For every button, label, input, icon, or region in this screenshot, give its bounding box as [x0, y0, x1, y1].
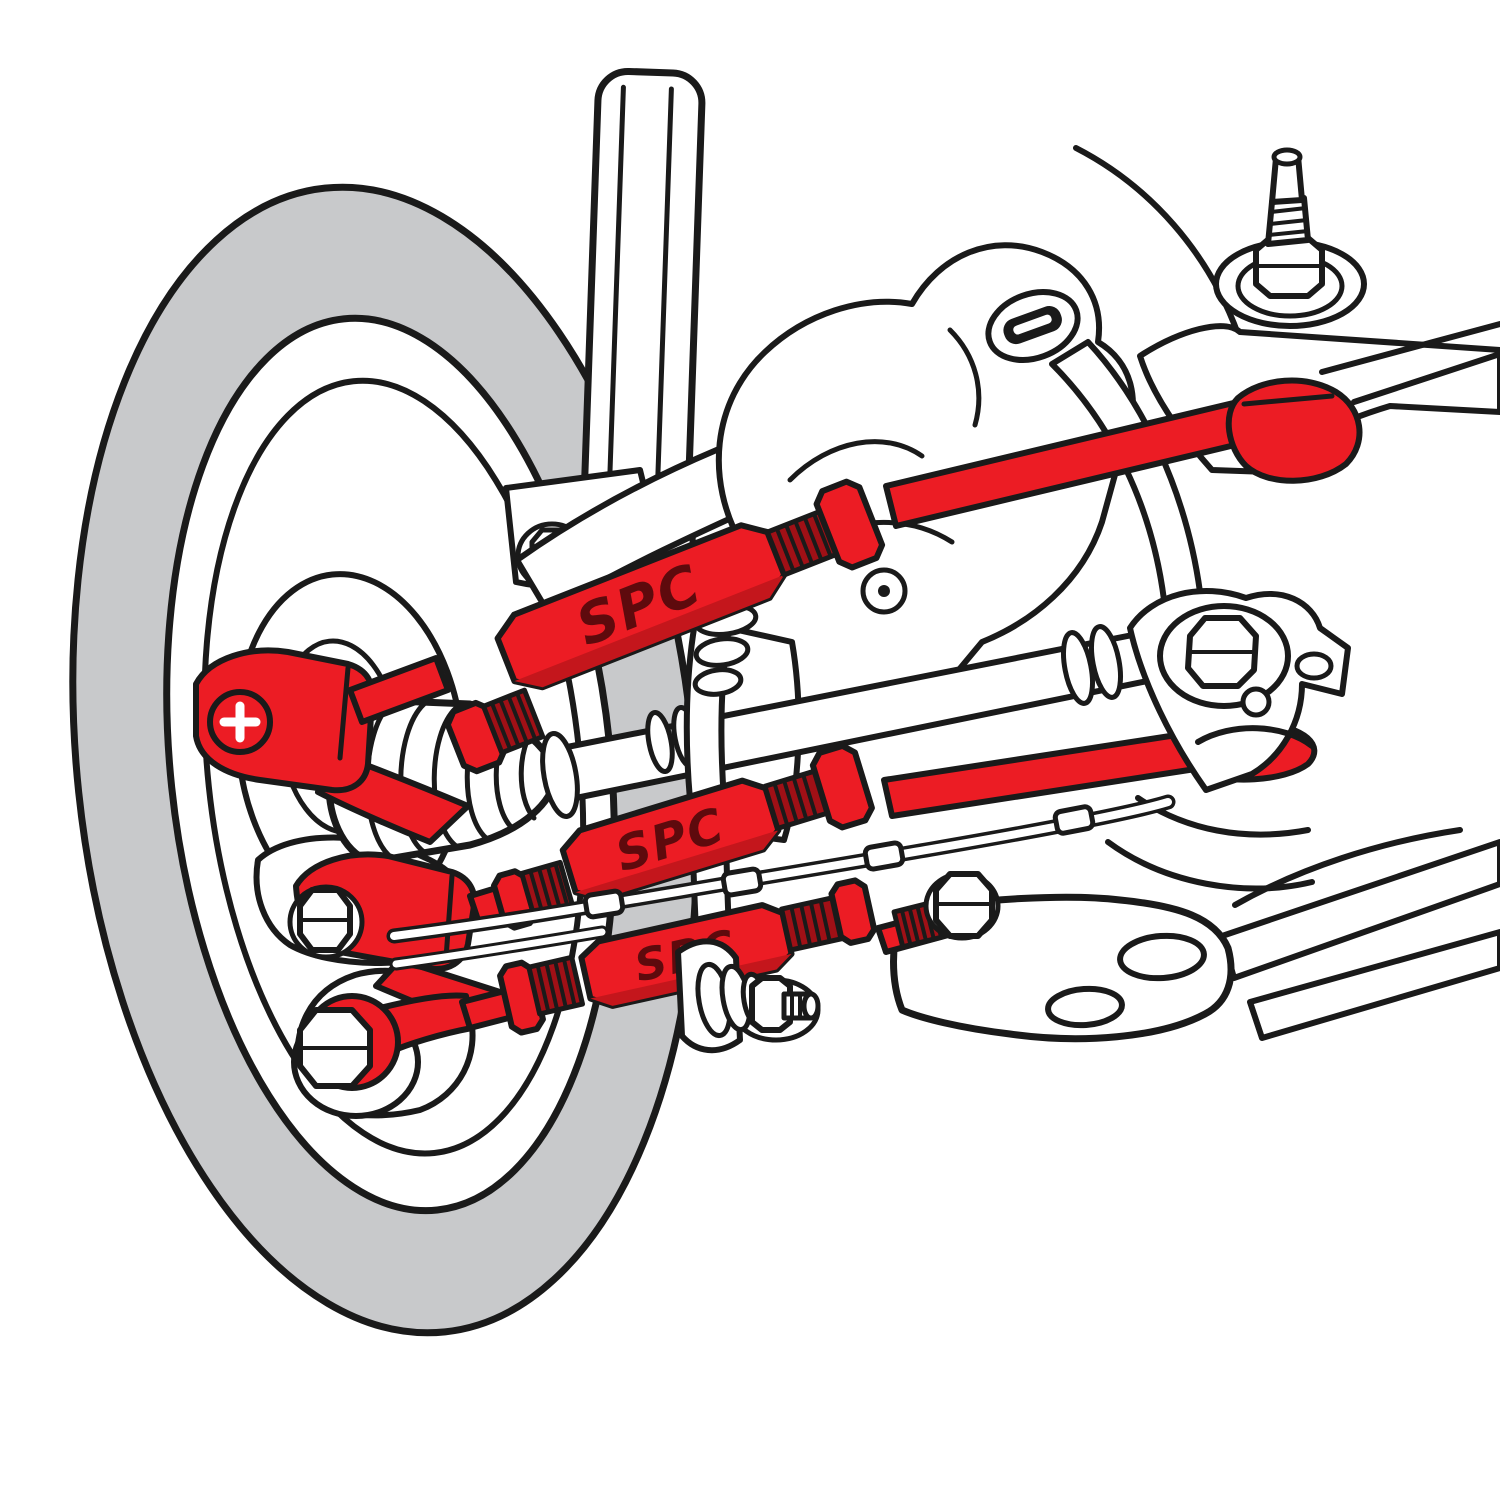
shaft-ring — [1089, 624, 1123, 700]
knuckle-detail-line — [947, 327, 982, 428]
arm-hole — [1117, 932, 1207, 982]
link-nut-hex — [749, 975, 793, 1033]
stud-pin-top — [1271, 147, 1303, 167]
subframe-curve — [1105, 839, 1315, 892]
rod-front — [347, 655, 451, 725]
link-hardware — [675, 938, 821, 1054]
adjuster-group: SPC — [444, 478, 886, 775]
shock-highlight-line — [653, 86, 674, 538]
stud-end — [801, 991, 821, 1021]
shaft-ring — [645, 709, 675, 775]
jam-nut — [809, 742, 875, 831]
thread-section — [480, 687, 546, 756]
body-line — [1319, 321, 1500, 375]
small-hole — [1240, 686, 1272, 718]
cup-top-line — [1241, 393, 1335, 407]
line-collar — [720, 866, 764, 898]
link-boot-ring — [693, 636, 751, 668]
bushing-cup — [1225, 377, 1363, 484]
body-line — [1351, 351, 1500, 405]
shock-highlight-line — [605, 84, 626, 536]
subframe-curve — [1232, 827, 1463, 908]
line-core — [390, 798, 1172, 940]
arm-hole — [1045, 985, 1125, 1029]
line-collar — [862, 840, 906, 872]
knuckle-detail-line — [787, 439, 925, 483]
subframe-rail — [1247, 929, 1500, 1041]
ear-hole — [1294, 651, 1334, 681]
boot-clamp — [540, 731, 580, 819]
boss-dot — [878, 585, 890, 597]
fender-arc — [1073, 145, 1241, 337]
fork-end — [193, 647, 376, 794]
line-collar — [1052, 804, 1096, 836]
line-collar — [582, 888, 626, 920]
inner-joint-bracket — [1105, 588, 1351, 892]
body-shade — [575, 830, 779, 900]
body-shade — [514, 574, 785, 688]
jam-nut — [828, 877, 878, 946]
brake-line — [386, 794, 1176, 971]
line-core — [392, 928, 606, 968]
link-boot-ring — [692, 667, 744, 697]
thread-section — [526, 954, 586, 1017]
jam-nut — [813, 478, 886, 571]
upper-adjustable-arm: SPC — [193, 377, 1363, 845]
bushing-boss — [985, 289, 1081, 363]
fork-split-line — [337, 665, 351, 761]
fork-split-line — [443, 873, 455, 961]
bracket-edge-line — [1195, 725, 1315, 749]
lower-control-arm — [890, 827, 1500, 1043]
adjuster-group — [497, 954, 586, 1036]
shaft-ring — [1061, 630, 1095, 706]
